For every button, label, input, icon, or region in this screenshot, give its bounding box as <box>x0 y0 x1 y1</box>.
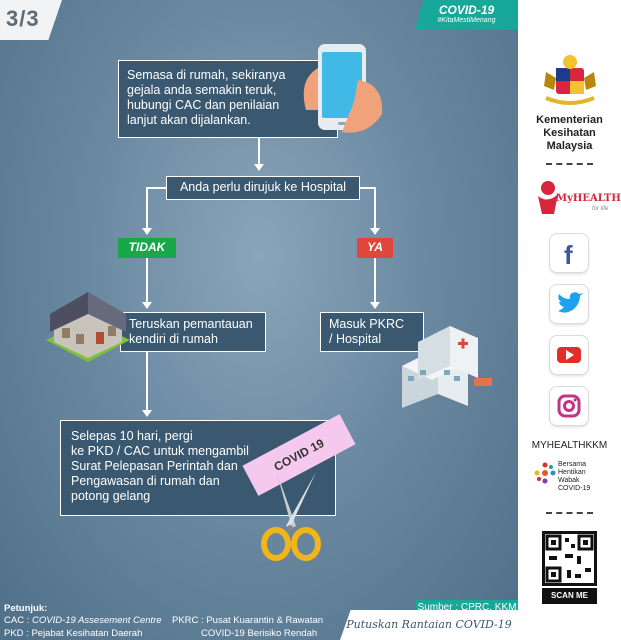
arrow-1 <box>254 164 264 171</box>
tagline: Putuskan Rantaian COVID-19 <box>340 610 518 640</box>
facebook-button[interactable]: f <box>550 234 588 272</box>
divider-1 <box>546 163 593 165</box>
page-number: 3/3 <box>6 6 40 31</box>
step1-line4: lanjut akan dijalankan. <box>127 113 251 127</box>
self-monitor-box: Teruskan pemantauan kendiri di rumah <box>120 312 266 352</box>
legend-pkrc-value: Pusat Kuarantin & Rawatan <box>206 615 324 626</box>
legend-pkrc-key: PKRC : <box>172 615 204 626</box>
yes-box-line1: Masuk PKRC <box>329 317 405 331</box>
covid-tag-title: COVID-19 <box>438 3 495 17</box>
myhealth-logo: MyHEALTH <box>556 193 621 204</box>
legend-pkrc-value2: COVID-19 Berisiko Rendah <box>201 628 318 639</box>
legend-pkd-key: PKD : <box>4 628 29 639</box>
connector-1 <box>258 138 260 164</box>
arrow-right <box>370 228 380 235</box>
connector-yes <box>374 258 376 302</box>
infographic-panel: 3/3 COVID-19 #KitaMestiMenang Semasa di … <box>0 0 518 640</box>
youtube-icon <box>557 347 581 363</box>
myhealth-sub: for life <box>592 206 609 212</box>
connector-no <box>146 258 148 302</box>
phone-hand-icon <box>303 44 383 133</box>
ministry-line2: Kesihatan <box>543 127 596 139</box>
no-box-line1: Teruskan pemantauan <box>129 317 253 331</box>
branch-left-v <box>146 187 148 230</box>
scissors-icon <box>261 470 321 561</box>
twitter-button[interactable] <box>550 285 588 323</box>
final-line4: Pengawasan di rumah dan <box>71 474 220 488</box>
twitter-icon <box>558 292 583 313</box>
covid-tag: COVID-19 #KitaMestiMenang <box>415 0 518 30</box>
step-home-symptoms-box: Semasa di rumah, sekiranya gejala anda s… <box>118 60 338 138</box>
campaign-line4: COVID-19 <box>558 485 591 492</box>
final-line2: ke PKD / CAC untuk mengambil <box>71 444 249 458</box>
campaign-line2: Hentikan <box>558 469 586 476</box>
social-handle: MYHEALTHKKM <box>531 440 608 451</box>
ministry-name: Kementerian Kesihatan Malaysia <box>518 114 621 153</box>
legend-title: Petunjuk: <box>4 603 48 614</box>
legend-pkd: PKD : Pejabat Kesihatan Daerah <box>4 627 142 640</box>
instagram-icon <box>557 394 581 418</box>
arrow-no <box>142 302 152 309</box>
no-label: TIDAK <box>118 238 176 258</box>
final-line3: Surat Pelepasan Perintah dan <box>71 459 238 473</box>
scan-me-label: SCAN ME <box>542 588 597 604</box>
connector-final <box>146 352 148 410</box>
legend-pkrc: PKRC : Pusat Kuarantin & Rawatan <box>172 614 323 627</box>
legend-cac-key: CAC : <box>4 615 30 626</box>
legend-pkd-value: Pejabat Kesihatan Daerah <box>31 628 143 639</box>
youtube-button[interactable] <box>550 336 588 374</box>
arrow-final <box>142 410 152 417</box>
referral-box: Anda perlu dirujuk ke Hospital <box>166 176 360 200</box>
ministry-line1: Kementerian <box>536 114 603 126</box>
step1-line2: gejala anda semakin teruk, <box>127 83 277 97</box>
ministry-line3: Malaysia <box>546 140 593 152</box>
arrow-yes <box>370 302 380 309</box>
no-box-line2: kendiri di rumah <box>129 332 218 346</box>
ministry-crest-icon <box>544 55 596 105</box>
qr-code[interactable] <box>542 531 597 586</box>
svg-text:f: f <box>564 240 573 270</box>
legend-cac-value: COVID-19 Assesement Centre <box>31 615 162 626</box>
yes-box-line2: / Hospital <box>329 332 382 346</box>
myhealth-figure-icon <box>538 181 558 214</box>
yes-label: YA <box>357 238 393 258</box>
referral-text: Anda perlu dirujuk ke Hospital <box>179 180 347 194</box>
instagram-button[interactable] <box>550 387 588 425</box>
house-icon <box>46 292 130 362</box>
campaign-logo-icon <box>534 462 556 484</box>
final-line5: potong gelang <box>71 489 151 503</box>
campaign-line1: Bersama <box>558 461 587 468</box>
covid-tag-hashtag: #KitaMestiMenang <box>437 17 496 24</box>
qr-code-icon <box>545 534 594 583</box>
facebook-icon: f <box>564 240 573 270</box>
page-number-tab: 3/3 <box>0 0 62 40</box>
step1-line1: Semasa di rumah, sekiranya <box>127 68 286 82</box>
branch-right-v <box>374 187 376 230</box>
final-line1: Selepas 10 hari, pergi <box>71 429 193 443</box>
campaign-text: Bersama Hentikan Wabak COVID-19 <box>558 461 620 493</box>
pkrc-hospital-box: Masuk PKRC / Hospital <box>320 312 424 352</box>
legend-cac: CAC : COVID-19 Assesement Centre <box>4 614 162 627</box>
legend: Petunjuk: CAC : COVID-19 Assesement Cent… <box>0 600 518 640</box>
arrow-left <box>142 228 152 235</box>
step1-line3: hubungi CAC dan penilaian <box>127 98 280 112</box>
sidebar: Kementerian Kesihatan Malaysia MyHEALTH … <box>518 0 621 640</box>
branch-left-h <box>146 187 166 189</box>
campaign-line3: Wabak <box>558 477 580 484</box>
hospital-icon <box>402 326 492 408</box>
divider-2 <box>546 512 593 514</box>
branch-right-h <box>360 187 376 189</box>
